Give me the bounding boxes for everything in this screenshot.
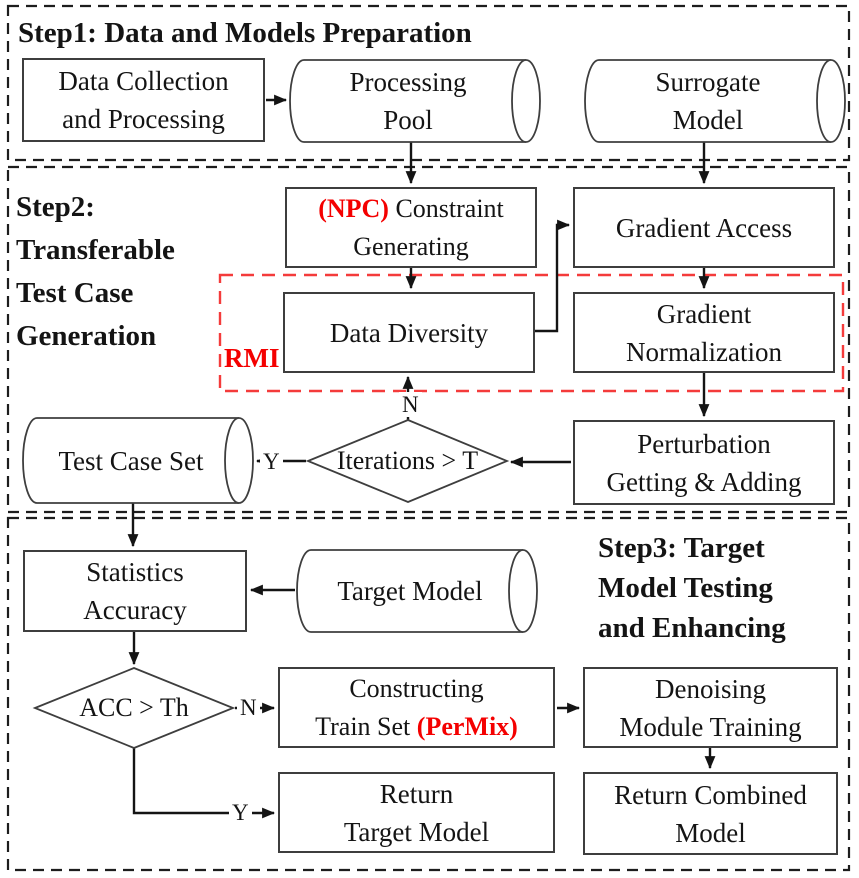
edge-label-n-iterations: N — [399, 392, 422, 417]
node-acc-decision: ACC > Th — [35, 668, 233, 748]
npc-tag: (NPC) — [318, 193, 389, 223]
acc-decision-diamond — [32, 667, 236, 749]
node-return-target-model: Return Target Model — [278, 772, 555, 853]
node-data-diversity: Data Diversity — [283, 292, 535, 373]
node-denoising-training: Denoising Module Training — [583, 667, 838, 748]
step3-title-line1: Step3: Target — [598, 532, 765, 564]
node-iterations-decision: Iterations > T — [308, 420, 507, 502]
node-processing-pool: Processing Pool — [290, 60, 526, 142]
node-label: (NPC) Constraint — [318, 190, 504, 228]
target-model-cylinder — [296, 549, 538, 633]
node-statistics-accuracy: Statistics Accuracy — [23, 550, 247, 632]
node-label: Data Diversity — [329, 317, 489, 348]
node-label: Test Case Set — [58, 445, 204, 476]
node-data-collection: Data Collection and Processing — [22, 58, 265, 142]
decision-label: Iterations > T — [336, 446, 479, 475]
step2-title-line2: Transferable — [16, 234, 175, 266]
node-label: Surrogate — [655, 67, 761, 97]
rmi-label: RMI — [222, 343, 282, 374]
node-label: Return Combined — [614, 779, 807, 810]
node-return-combined-model: Return Combined Model — [583, 772, 838, 855]
step1-title: Step1: Data and Models Preparation — [18, 17, 472, 49]
step2-title-line1: Step2: — [16, 191, 95, 223]
node-label: and Processing — [62, 104, 225, 134]
node-label: Data Collection — [58, 66, 229, 96]
train-set-text: Train Set — [315, 711, 417, 741]
node-surrogate-model: Surrogate Model — [585, 60, 831, 142]
section-1-border — [6, 4, 851, 162]
node-label: Gradient Access — [615, 212, 793, 243]
section-2-border — [6, 165, 851, 514]
node-target-model: Target Model — [297, 550, 523, 632]
node-gradient-access: Gradient Access — [573, 187, 835, 268]
edge-label-n-acc: N — [237, 695, 260, 720]
node-label: Target Model — [337, 576, 483, 606]
node-label: Statistics — [86, 557, 184, 587]
processing-pool-cylinder — [289, 59, 541, 143]
step2-title-line3: Test Case — [16, 277, 134, 309]
node-label: Processing — [349, 67, 467, 97]
rmi-dashed-region — [218, 273, 845, 393]
node-constructing-train-set: Constructing Train Set (PerMix) — [278, 667, 555, 748]
node-label: Accuracy — [83, 595, 187, 625]
node-label: Train Set (PerMix) — [315, 708, 518, 746]
node-label: Getting & Adding — [606, 466, 802, 497]
node-label: Normalization — [626, 336, 782, 367]
node-label: Generating — [353, 231, 469, 261]
node-perturbation: Perturbation Getting & Adding — [573, 420, 835, 505]
node-test-case-set: Test Case Set — [23, 418, 239, 503]
constraint-text: Constraint — [388, 193, 504, 223]
node-label: Constructing — [349, 673, 484, 703]
section-3-border — [6, 516, 851, 872]
decision-label: ACC > Th — [79, 693, 189, 722]
node-gradient-normalization: Gradient Normalization — [573, 292, 835, 373]
step2-title: Step2: Transferable Test Case Generation — [16, 186, 175, 358]
permix-tag: (PerMix) — [416, 711, 518, 741]
node-label: Pool — [383, 105, 433, 135]
node-label: Model — [675, 817, 746, 848]
node-label: Model — [672, 105, 744, 135]
iterations-decision-diamond — [305, 419, 510, 503]
step2-title-line4: Generation — [16, 320, 157, 352]
test-case-set-cylinder — [22, 417, 254, 504]
step3-title: Step3: Target Model Testing and Enhancin… — [598, 528, 786, 648]
node-label: Target Model — [343, 816, 490, 847]
node-label: Denoising — [655, 673, 766, 704]
edge-label-y-acc: Y — [229, 800, 252, 825]
edge-label-y-iterations: Y — [260, 449, 283, 474]
node-constraint-generating: (NPC) Constraint Generating — [285, 187, 537, 268]
node-label: Module Training — [619, 711, 802, 742]
surrogate-model-cylinder — [584, 59, 846, 143]
node-label: Return — [379, 778, 454, 809]
node-label: Gradient — [656, 298, 752, 329]
node-label: Perturbation — [637, 428, 771, 459]
step3-title-line3: and Enhancing — [598, 612, 786, 644]
step3-title-line2: Model Testing — [598, 572, 773, 604]
